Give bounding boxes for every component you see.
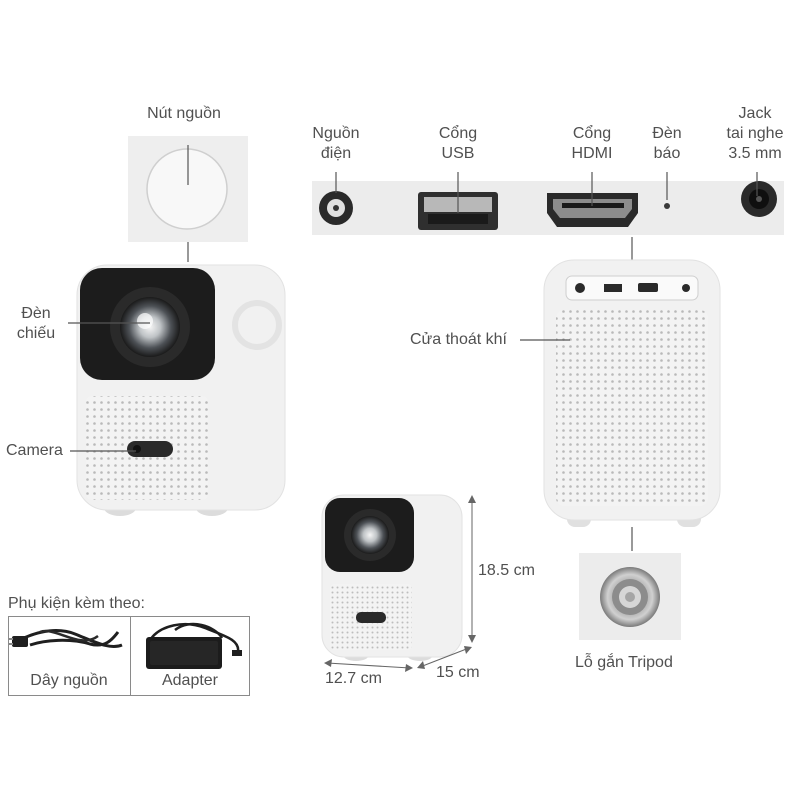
projector-front-large: [68, 264, 286, 516]
accessory-power-cord-label: Dây nguồn: [30, 672, 108, 689]
dimension-width: 12.7 cm: [325, 670, 382, 687]
tripod-mount-closeup: [579, 553, 681, 640]
label-power-input: Nguồn điện: [312, 125, 360, 162]
label-indicator-light: Đèn báo: [652, 125, 682, 162]
label-usb-port: Cổng USB: [438, 125, 478, 162]
label-projection-lamp: Đèn chiếu: [16, 305, 56, 342]
dimension-height: 18.5 cm: [478, 562, 535, 579]
label-headphone-jack: Jack tai nghe 3.5 mm: [726, 105, 784, 162]
accessory-adapter-label: Adapter: [161, 672, 219, 689]
headphone-jack-icon: [741, 181, 777, 217]
accessories-divider: [130, 617, 131, 695]
label-tripod-mount: Lỗ gắn Tripod: [575, 654, 673, 671]
label-camera: Camera: [6, 442, 63, 459]
projector-back: [520, 259, 721, 551]
label-power-button: Nút nguồn: [147, 105, 221, 122]
projector-dimensions: [321, 494, 476, 672]
power-cord-icon: [8, 629, 123, 649]
label-hdmi-port: Cổng HDMI: [571, 125, 613, 162]
adapter-icon: [146, 622, 242, 669]
power-input-icon: [319, 191, 353, 225]
label-air-vent: Cửa thoát khí: [410, 331, 507, 348]
port-strip: [312, 172, 784, 284]
accessories-box: Dây nguồn Adapter: [8, 616, 250, 696]
power-button-closeup: [128, 136, 248, 262]
hdmi-port-icon: [547, 193, 638, 227]
indicator-light-icon: [664, 203, 670, 209]
dimension-depth: 15 cm: [436, 664, 480, 681]
accessories-title: Phụ kiện kèm theo:: [8, 595, 145, 612]
